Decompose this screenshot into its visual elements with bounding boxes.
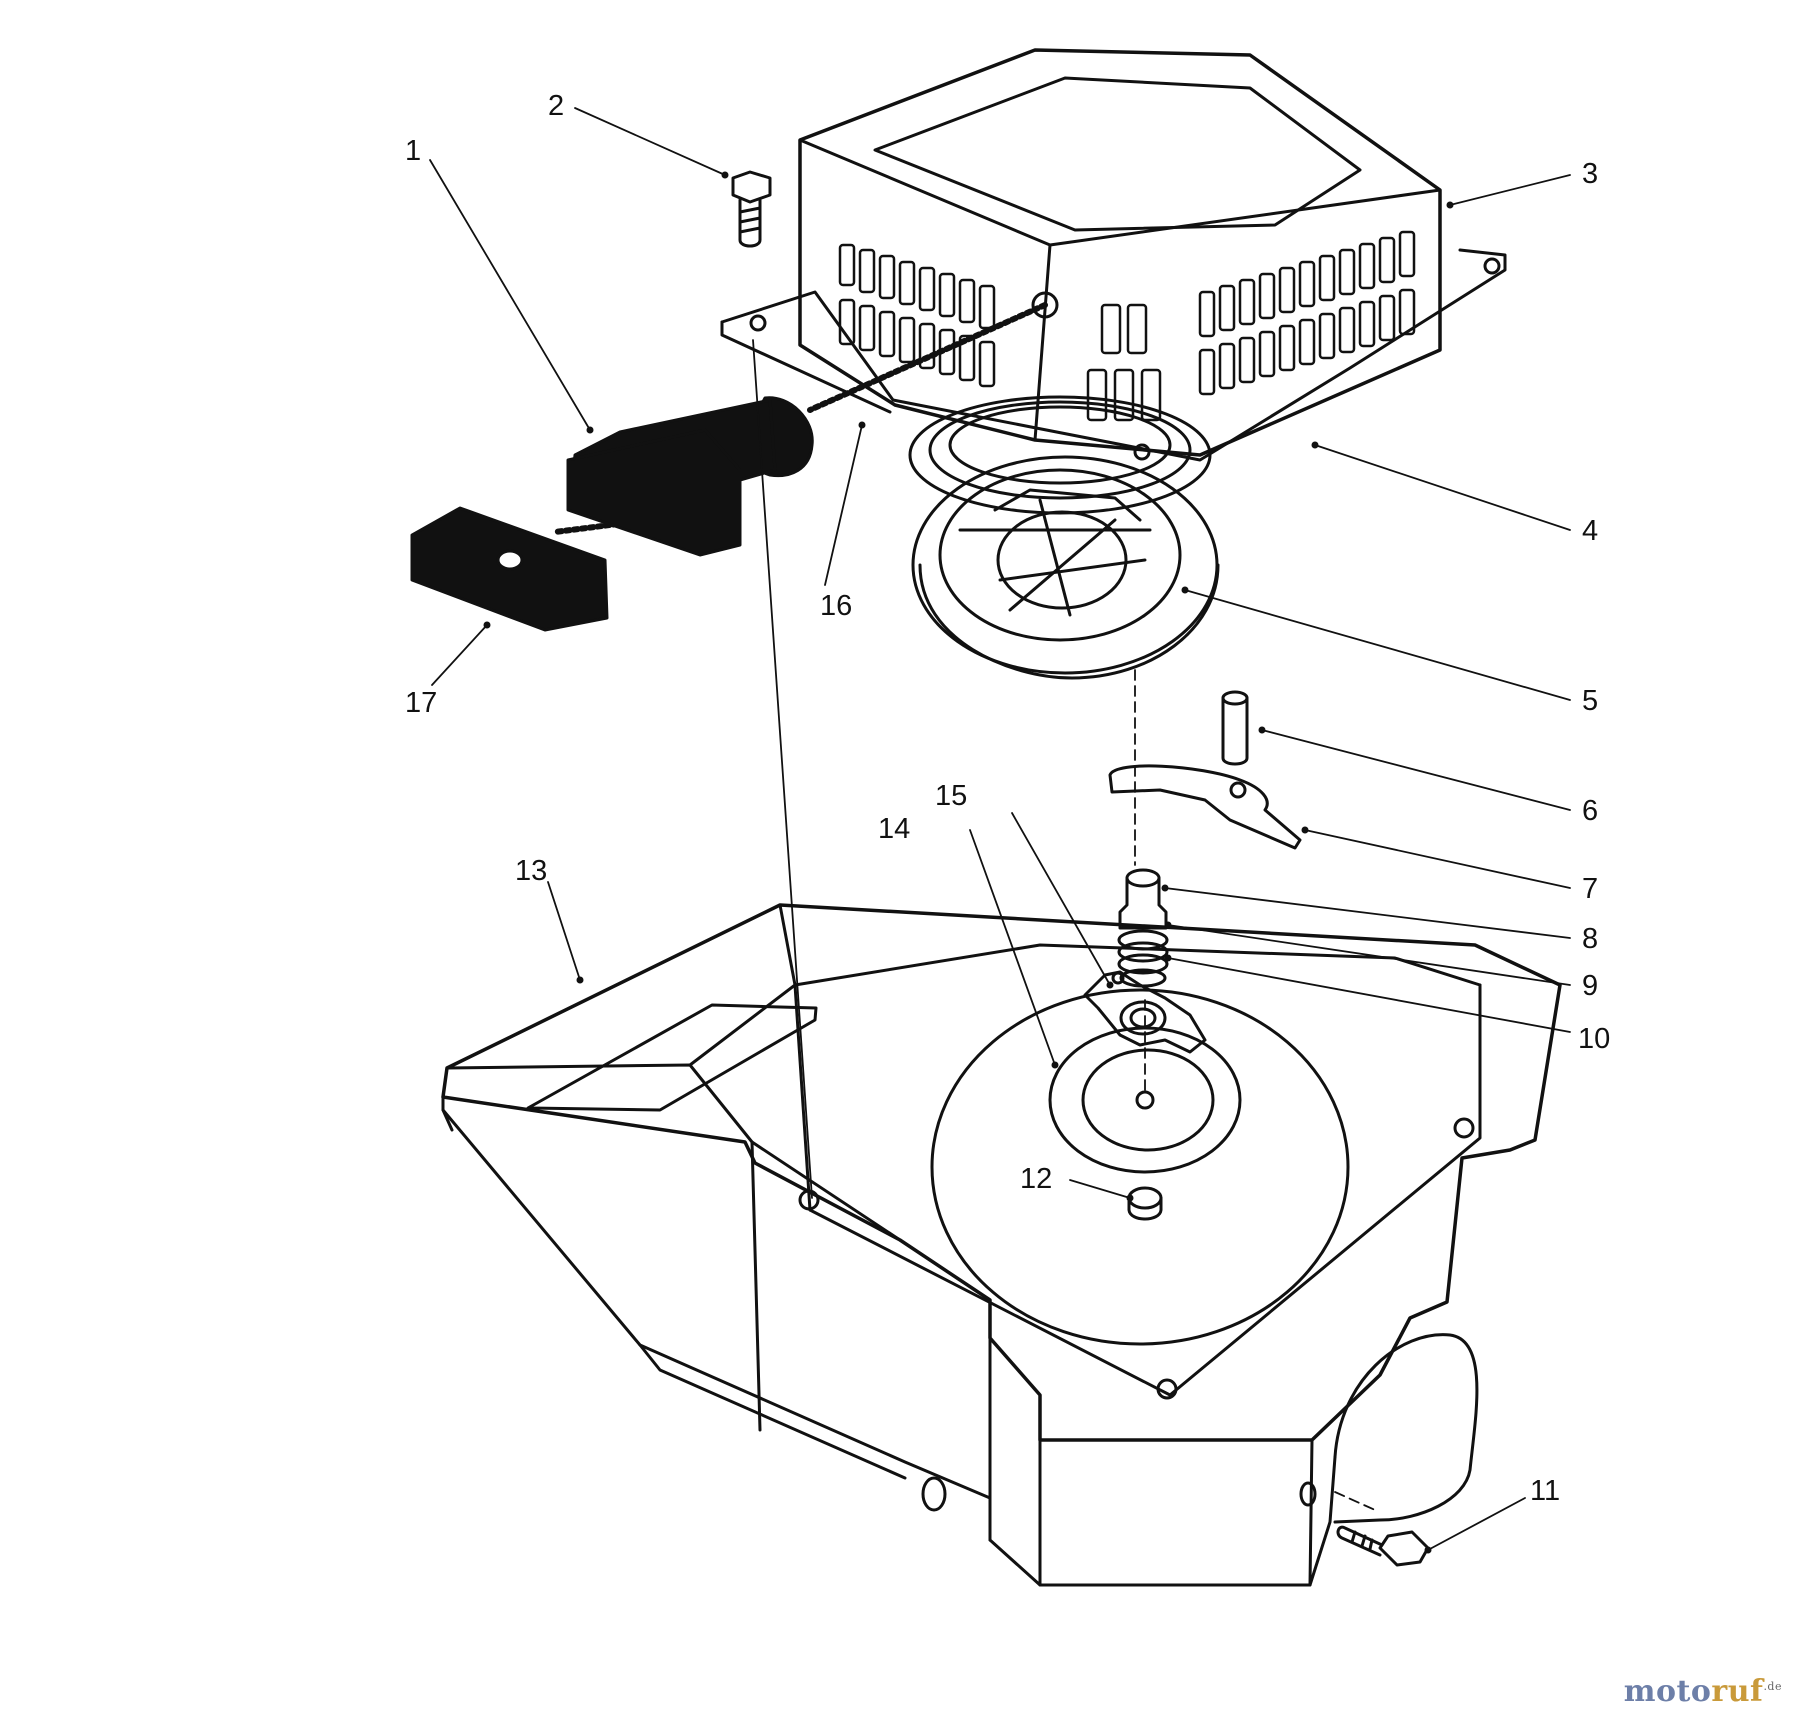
bolt-2 bbox=[731, 170, 772, 248]
starter-handle-1 bbox=[566, 398, 777, 557]
callout-15: 15 bbox=[935, 780, 967, 812]
leader-lines bbox=[429, 107, 1571, 1551]
watermark-suffix: .de bbox=[1763, 1680, 1782, 1693]
callout-8: 8 bbox=[1582, 923, 1598, 955]
watermark-part1: moto bbox=[1623, 1674, 1712, 1709]
vent-slots-center bbox=[1086, 303, 1162, 422]
watermark-logo: motoruf.de bbox=[1624, 1674, 1782, 1709]
callout-5: 5 bbox=[1582, 685, 1598, 717]
callout-labels: 1 2 3 4 5 6 7 8 9 10 11 12 13 14 15 16 1… bbox=[405, 90, 1610, 1507]
callout-10: 10 bbox=[1578, 1023, 1610, 1055]
callout-4: 4 bbox=[1582, 515, 1598, 547]
callout-12: 12 bbox=[1020, 1163, 1052, 1195]
callout-9: 9 bbox=[1582, 970, 1598, 1002]
vent-slots-left bbox=[838, 243, 996, 388]
callout-16: 16 bbox=[820, 590, 852, 622]
spring-9 bbox=[1117, 929, 1169, 975]
alignment-lines bbox=[752, 339, 1376, 1511]
callout-13: 13 bbox=[515, 855, 547, 887]
callout-6: 6 bbox=[1582, 795, 1598, 827]
pin-6 bbox=[1221, 690, 1249, 766]
shaft-8 bbox=[1118, 868, 1168, 930]
spring-coil bbox=[908, 395, 1212, 515]
starter-housing bbox=[720, 48, 1507, 462]
handle-insert-17 bbox=[410, 506, 609, 632]
recoil-pulley bbox=[911, 455, 1220, 680]
vent-slots-right bbox=[1198, 230, 1416, 396]
pawl-7 bbox=[1108, 764, 1302, 850]
retainer-15 bbox=[1083, 970, 1207, 1054]
screw-11 bbox=[1336, 1525, 1430, 1567]
leader-dots bbox=[483, 171, 1454, 1554]
callout-1: 1 bbox=[405, 135, 421, 167]
watermark-part2: ruf bbox=[1711, 1674, 1764, 1709]
callout-17: 17 bbox=[405, 687, 437, 719]
callout-14: 14 bbox=[878, 813, 910, 845]
nut-12 bbox=[1127, 1186, 1163, 1221]
blower-housing bbox=[441, 903, 1562, 1587]
callout-3: 3 bbox=[1582, 158, 1598, 190]
callout-11: 11 bbox=[1530, 1475, 1560, 1507]
callout-7: 7 bbox=[1582, 873, 1598, 905]
callout-2: 2 bbox=[548, 90, 564, 122]
